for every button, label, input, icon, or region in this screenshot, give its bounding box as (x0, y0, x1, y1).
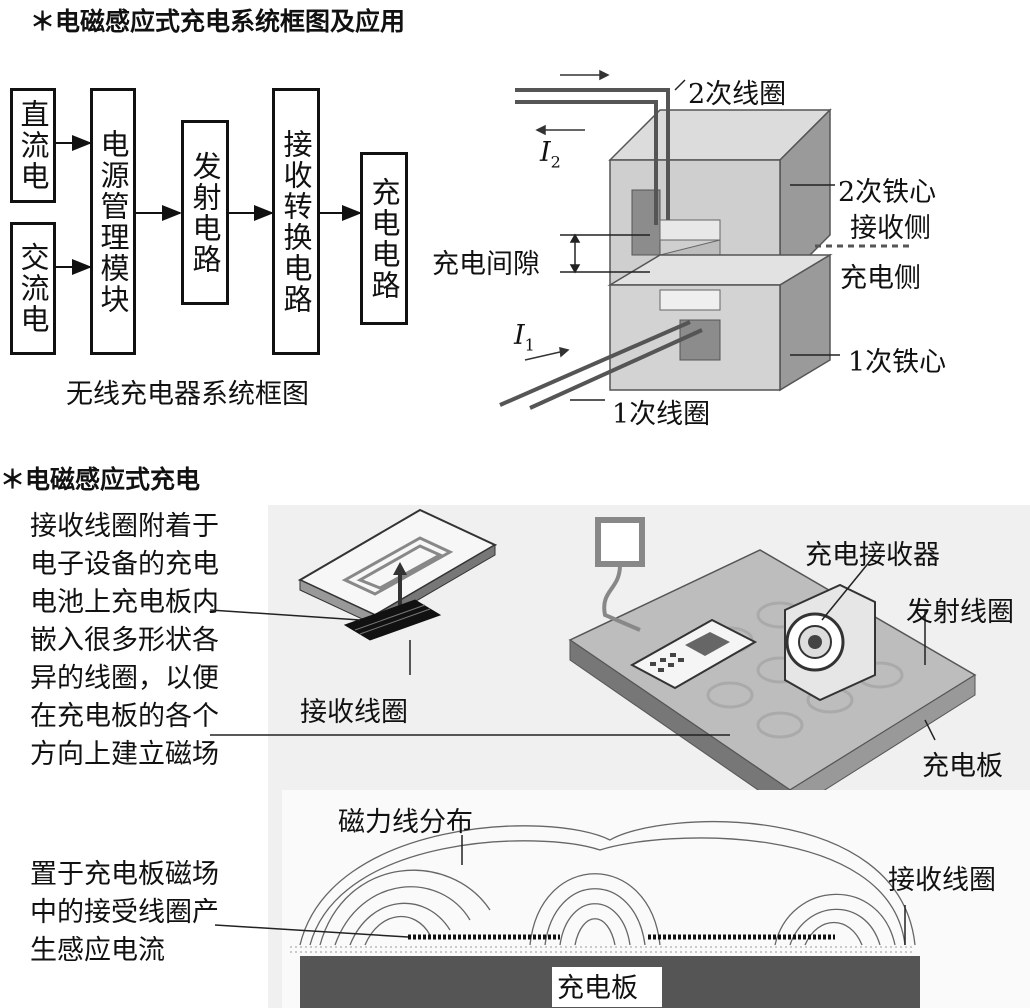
label-secondary-core: 2次铁心 (838, 177, 937, 208)
section1-title: ＊电磁感应式充电系统框图及应用 (30, 7, 406, 36)
charge-gap-bracket (560, 233, 650, 274)
camera (784, 583, 876, 702)
label-charge-side: 充电侧 (840, 263, 921, 294)
label-field-lines: 磁力线分布 (338, 807, 473, 838)
label-receive-coil-top: 接收线圈 (300, 697, 408, 728)
label-receive-side: 接收侧 (850, 213, 931, 244)
box-receive-convert-circuit: 接收转换电路 (272, 88, 320, 355)
label-charge-receiver: 充电接收器 (805, 540, 940, 571)
section2-title: ＊电磁感应式充电 (0, 465, 201, 494)
note-top: 接收线圈附着于电子设备的充电电池上充电板内嵌入很多形状各异的线圈，以便在充电板的… (30, 511, 219, 770)
charging-pad-scene (209, 505, 1030, 1008)
field-base-dots (290, 946, 915, 953)
scene-leader-lines (209, 554, 936, 741)
label-charge-board-top: 充电板 (922, 751, 1003, 782)
block-diagram-caption: 无线充电器系统框图 (66, 379, 309, 410)
label-receive-coil-bottom: 接收线圈 (888, 865, 996, 896)
label-charge-board-bottom: 充电板 (557, 973, 638, 1004)
secondary-coil-wires (515, 88, 670, 225)
label-primary-coil: 1次线圈 (612, 399, 711, 430)
field-leader-lines (214, 835, 906, 945)
label-i1: I1 (514, 320, 535, 355)
primary-core-shape (607, 253, 833, 392)
primary-coil-wires (499, 320, 703, 410)
mobile-phone (629, 618, 758, 690)
charge-board-label-bg (552, 967, 662, 1007)
device-with-receive-coil (297, 508, 498, 641)
transformer-illustration (499, 69, 910, 410)
magnetic-field-lines (299, 821, 916, 946)
note-bottom: 置于充电板磁场中的接受线圈产生感应电流 (30, 859, 219, 966)
label-primary-core: 1次铁心 (848, 347, 947, 378)
block-diagram-arrows (56, 135, 362, 275)
label-charge-gap: 充电间隙 (432, 249, 540, 280)
box-dc: 直流电 (10, 88, 56, 203)
box-power-management: 电源管理模块 (90, 88, 136, 355)
box-ac: 交流电 (10, 222, 56, 355)
box-transmit-circuit: 发射电路 (181, 120, 229, 305)
current-arrows (524, 69, 610, 361)
box-charge-circuit: 充电电路 (360, 152, 408, 325)
label-secondary-coil: 2次线圈 (688, 79, 787, 110)
label-transmit-coil: 发射线圈 (906, 597, 1014, 628)
label-i2: I2 (540, 137, 561, 172)
leader-lines (570, 79, 840, 401)
